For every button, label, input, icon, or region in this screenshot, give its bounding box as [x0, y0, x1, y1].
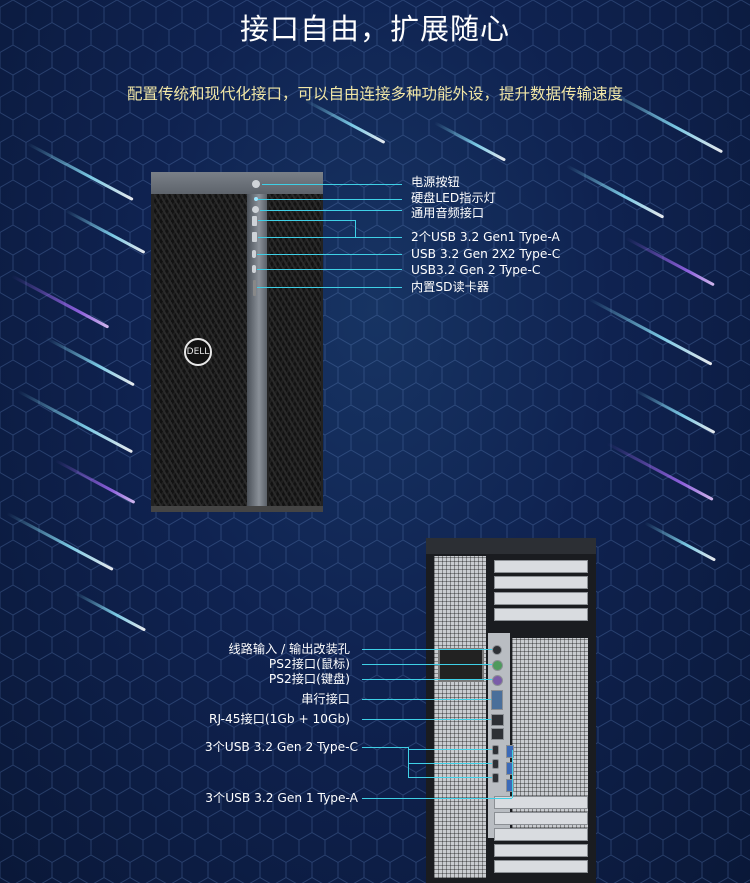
label-rj45: RJ-45接口(1Gb + 10Gb) [208, 712, 350, 726]
front-tower-image [151, 172, 323, 512]
usb-c-port-icon [252, 250, 256, 258]
usb-a-port-icon [252, 216, 257, 226]
rj45-port-icon [491, 714, 504, 726]
usb-a-port-icon [506, 779, 514, 792]
label-usb-c-2x2: USB 3.2 Gen 2X2 Type-C [411, 247, 561, 261]
power-button-icon [252, 180, 260, 188]
usb-c-port-icon [492, 745, 499, 755]
ps2-mouse-port-icon [492, 660, 503, 671]
label-usb-c-gen2: USB3.2 Gen 2 Type-C [411, 263, 541, 277]
label-line-audio: 线路输入 / 输出改装孔 [228, 642, 350, 656]
usb-a-port-icon [506, 745, 514, 758]
dell-logo: DELL [184, 338, 212, 366]
usb-a-port-icon [506, 762, 514, 775]
page-subtitle: 配置传统和现代化接口，可以自由连接多种功能外设，提升数据传输速度 [126, 85, 623, 103]
sd-card-slot-icon [253, 280, 256, 296]
usb-a-port-icon [252, 232, 257, 242]
label-usb-a-rear: 3个USB 3.2 Gen 1 Type-A [205, 791, 358, 805]
label-ps2-keyboard: PS2接口(键盘) [268, 672, 350, 686]
label-audio-jack: 通用音频接口 [411, 206, 485, 220]
usb-c-port-icon [252, 265, 256, 273]
serial-port-icon [491, 690, 503, 710]
label-power-button: 电源按钮 [411, 175, 460, 189]
label-ps2-mouse: PS2接口(鼠标) [268, 657, 350, 671]
label-serial-port: 串行接口 [301, 692, 350, 706]
label-hdd-led: 硬盘LED指示灯 [411, 191, 496, 205]
label-usb-c-rear: 3个USB 3.2 Gen 2 Type-C [204, 740, 358, 754]
usb-c-port-icon [492, 759, 499, 769]
audio-jack-icon [252, 206, 259, 213]
ps2-keyboard-port-icon [492, 675, 503, 686]
line-audio-port-icon [492, 645, 502, 655]
usb-c-port-icon [492, 773, 499, 783]
page-title: 接口自由，扩展随心 [239, 12, 510, 46]
label-sd-reader: 内置SD读卡器 [411, 280, 490, 294]
label-usb-a-front: 2个USB 3.2 Gen1 Type-A [411, 230, 560, 244]
hdd-led-icon [254, 197, 258, 201]
rear-tower-image [426, 538, 596, 883]
rj45-port-icon [491, 728, 504, 740]
